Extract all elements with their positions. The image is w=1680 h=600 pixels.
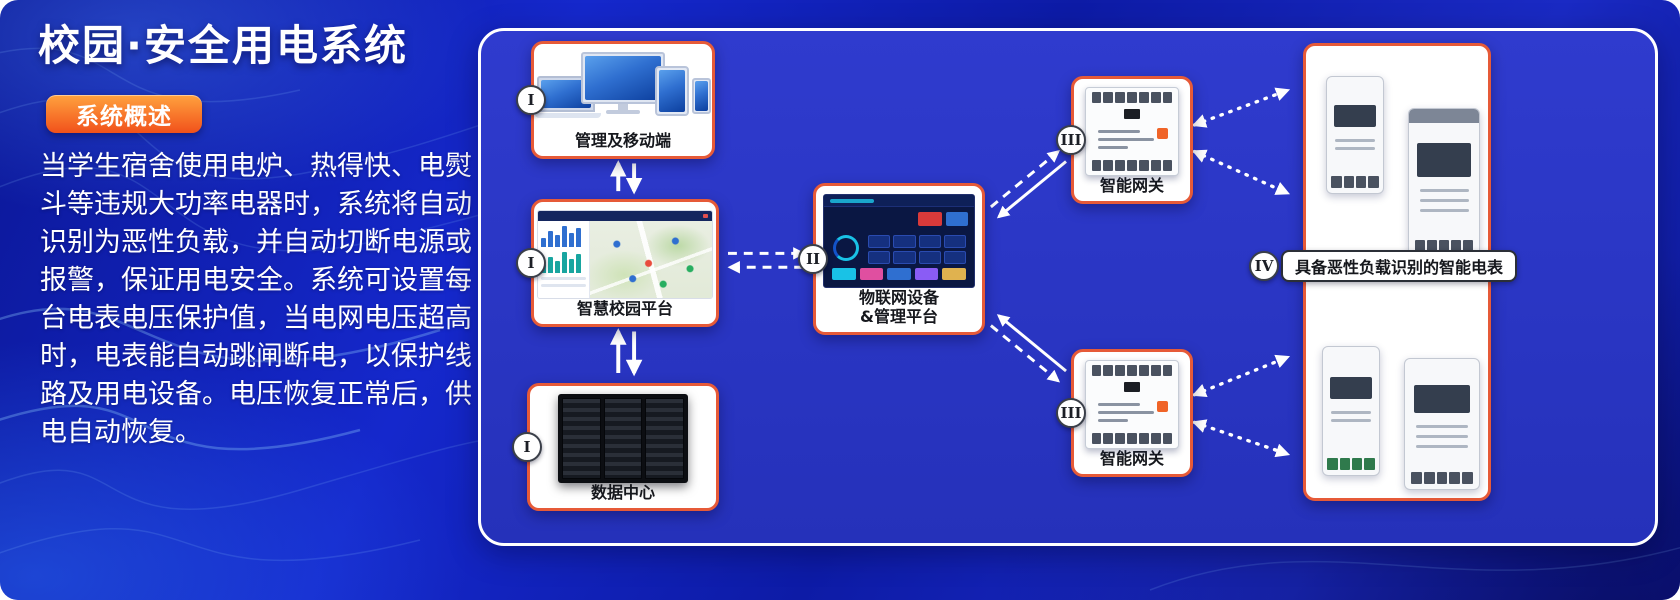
monitor-icon — [581, 52, 665, 116]
node-smart-campus-platform: 智慧校园平台 — [531, 199, 719, 327]
phone-icon — [692, 78, 711, 114]
numeral-badge-platform: I — [516, 248, 546, 278]
arrow-iot-to-gateway-bottom — [989, 324, 1061, 383]
arrow-gateway-bottom-to-iot — [996, 314, 1067, 373]
architecture-diagram-panel: 管理及移动端 智慧校园平台 数据中心 — [478, 28, 1658, 546]
smart-meter-illustration — [1404, 358, 1480, 490]
node-management-mobile-label: 管理及移动端 — [574, 130, 671, 150]
numeral-badge-iot: II — [798, 244, 828, 274]
tablet-icon — [655, 66, 689, 116]
node-management-mobile: 管理及移动端 — [531, 41, 715, 159]
node-smart-campus-platform-label: 智慧校园平台 — [576, 298, 673, 318]
system-description-text: 当学生宿舍使用电炉、热得快、电熨斗等违规大功率电器时，系统将自动识别为恶性负载，… — [40, 151, 472, 448]
iot-dashboard-illustration — [823, 194, 975, 288]
smart-meter-illustration — [1322, 346, 1380, 476]
devices-illustration — [535, 52, 711, 131]
node-smart-gateway-bottom-label: 智能网关 — [1099, 448, 1164, 468]
arrow-gateway-bottom-to-meter-3 — [1191, 354, 1291, 398]
gateway-device-illustration — [1085, 87, 1179, 176]
numeral-badge-meters: IV — [1249, 251, 1279, 281]
arrow-gateway-top-to-meter-1 — [1191, 87, 1291, 128]
node-smart-gateway-bottom: 智能网关 — [1071, 349, 1193, 477]
arrow-gateway-bottom-to-meter-4 — [1191, 419, 1291, 458]
system-overview-badge: 系统概述 — [46, 95, 202, 133]
node-iot-platform-label: 物联网设备 &管理平台 — [858, 287, 939, 326]
arrow-iot-to-gateway-top — [989, 150, 1061, 209]
node-smart-gateway-top: 智能网关 — [1071, 76, 1193, 204]
numeral-badge-gateway-bottom: III — [1056, 398, 1086, 428]
node-smart-gateway-top-label: 智能网关 — [1099, 175, 1164, 195]
smart-meter-illustration — [1326, 76, 1384, 194]
numeral-badge-mgmt: I — [516, 85, 546, 115]
numeral-badge-gateway-top: III — [1056, 125, 1086, 155]
smart-meters-caption-label: 具备恶性负载识别的智能电表 — [1295, 258, 1504, 277]
smart-meter-illustration — [1408, 108, 1480, 258]
server-rack-illustration — [558, 394, 688, 483]
arrow-gateway-top-to-iot — [996, 160, 1067, 219]
node-data-center-label: 数据中心 — [590, 482, 655, 502]
numeral-badge-datacenter: I — [512, 432, 542, 462]
smart-meters-caption-pill: 具备恶性负载识别的智能电表 — [1281, 250, 1518, 282]
system-overview-badge-label: 系统概述 — [76, 104, 172, 130]
gateway-device-illustration — [1085, 360, 1179, 449]
page-title: 校园·安全用电系统 — [38, 21, 408, 70]
node-iot-platform: 物联网设备 &管理平台 — [813, 183, 985, 335]
campus-dashboard-illustration — [537, 210, 713, 299]
arrow-gateway-top-to-meter-2 — [1191, 149, 1291, 195]
node-data-center: 数据中心 — [527, 383, 719, 511]
